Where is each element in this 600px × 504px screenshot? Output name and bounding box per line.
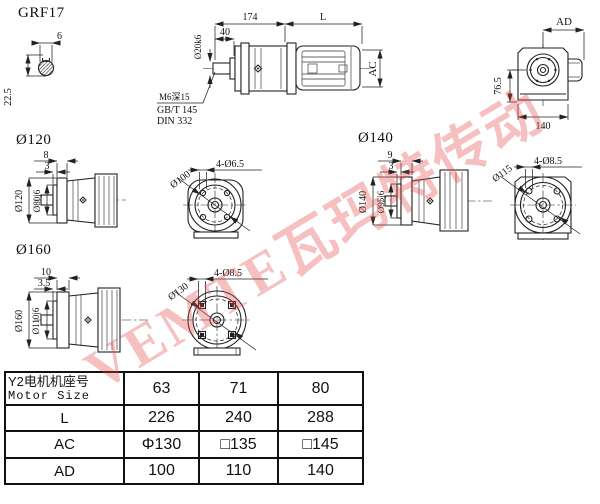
value-AC-80: □145 [277, 430, 364, 459]
flange-160-side-view: 10 3.5 Ø160 Ø110j6 [14, 267, 148, 353]
bolt-holes-callout: 4-Ø6.5 [216, 159, 244, 170]
table-row: L 226 240 288 [4, 404, 364, 432]
value-AD-63: 100 [123, 457, 200, 485]
dim-plate-thickness: 8 [44, 150, 49, 161]
dim-center-height: 76.5 [493, 77, 504, 95]
motor-size-label-en: Motor Size [8, 388, 91, 403]
table-header-cell: Y2电机机座号 Motor Size [4, 371, 125, 406]
dimension-table: Y2电机机座号 Motor Size 63 71 80 L 226 240 28… [4, 371, 364, 485]
dim-shaft-length: 40 [220, 27, 230, 38]
table-row: AD 100 110 140 [4, 457, 364, 485]
shaft-section-circle [37, 59, 55, 77]
value-AC-71: □135 [198, 430, 279, 459]
flange-160-front-view: 4-Ø8.5 Ø130 [166, 268, 268, 356]
bolt-circle-callout: Ø130 [166, 281, 190, 303]
dim-motor-length: L [320, 12, 326, 23]
row-label-AD: AD [4, 457, 125, 485]
motor-size-63: 63 [123, 371, 200, 406]
value-L-63: 226 [123, 404, 200, 432]
motor-size-71: 71 [198, 371, 279, 406]
section-label-160: Ø160 [16, 242, 52, 258]
flange-120-side-view: 8 3 Ø120 Ø80j6 [14, 150, 126, 228]
bolt-holes-callout: 4-Ø8.5 [534, 156, 562, 167]
dim-ad: AD [556, 16, 572, 28]
flange-140-side-view: 9 3 Ø140 Ø95j6 [358, 150, 492, 232]
dim-flange-outer-dia: Ø120 [14, 190, 25, 212]
dim-pilot-dia: Ø80j6 [32, 189, 42, 212]
dim-gearbox-length: 174 [243, 12, 258, 23]
row-label-AC: AC [4, 430, 125, 459]
tap-note: M6深15 [159, 92, 190, 102]
dim-shaft-diameter: Ø20k6 [193, 34, 203, 59]
dim-pilot-step: 3 [389, 161, 394, 172]
dim-pilot-dia: Ø110j6 [31, 307, 41, 334]
value-AD-80: 140 [277, 457, 364, 485]
dim-plate-thickness: 9 [388, 150, 393, 161]
bolt-holes-callout: 4-Ø8.5 [214, 268, 242, 279]
dim-plate-thickness: 10 [41, 267, 51, 278]
flange-120-front-view: 4-Ø6.5 Ø100 [168, 159, 262, 239]
shaft-keyway-section-drawing: 6 22.5 [3, 31, 62, 106]
main-side-view-drawing: 174 L 40 Ø20k6 [157, 12, 383, 127]
value-AD-71: 110 [198, 457, 279, 485]
dim-pilot-dia: Ø95j6 [376, 190, 386, 213]
value-AC-63: Φ130 [123, 430, 200, 459]
flange-140-front-view: 4-Ø8.5 Ø115 [490, 156, 582, 240]
section-label-120: Ø120 [16, 132, 52, 148]
page-title: GRF17 [18, 5, 65, 21]
dim-housing-width: 140 [536, 121, 551, 130]
row-label-L: L [4, 404, 125, 432]
value-L-71: 240 [198, 404, 279, 432]
dim-flange-outer-dia: Ø140 [358, 191, 369, 213]
motor-size-80: 80 [277, 371, 364, 406]
dim-key-width: 6 [57, 31, 62, 42]
section-label-140: Ø140 [358, 130, 394, 146]
table-row: AC Φ130 □135 □145 [4, 430, 364, 459]
dim-motor-diameter: AC [367, 61, 379, 76]
standard-note-gb: GB/T 145 [157, 105, 197, 116]
dim-flange-outer-dia: Ø160 [14, 310, 25, 332]
dim-pilot-step: 3 [45, 161, 50, 172]
dim-shaft-height: 22.5 [3, 88, 14, 106]
value-L-80: 288 [277, 404, 364, 432]
motor-size-label-cn: Y2电机机座号 [8, 373, 89, 389]
motor-end-view-drawing: AD 76.5 140 [493, 16, 585, 130]
bolt-circle-callout: Ø115 [490, 163, 514, 185]
dim-pilot-step: 3.5 [38, 278, 51, 289]
standard-note-din: DIN 332 [157, 116, 192, 127]
